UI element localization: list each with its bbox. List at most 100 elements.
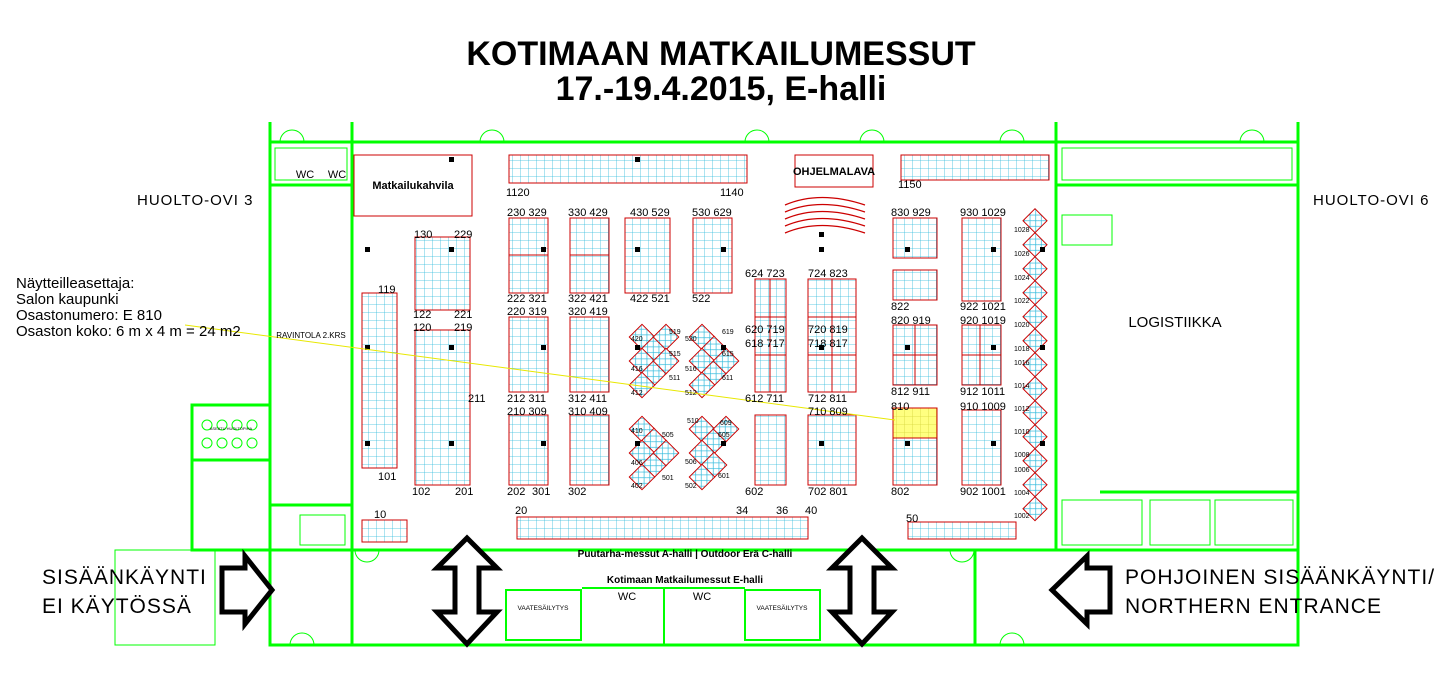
label-ehalli: Kotimaan Matkailumessut E-halli (607, 575, 763, 586)
booth-number-label: 102 (412, 486, 430, 498)
label-wc-4: WC (693, 591, 711, 603)
booth-number-label: 1002 (1014, 513, 1030, 520)
booth-number-label: 724 823 (808, 268, 848, 280)
booth-number-label: 520 (685, 336, 697, 343)
booth-number-label: 1012 (1014, 406, 1030, 413)
booth-number-label: 920 1019 (960, 315, 1006, 327)
exhibitor-note: Näytteilleasettaja: Salon kaupunki Osast… (16, 276, 241, 340)
booth-number-label: 1004 (1014, 490, 1030, 497)
booth-number-label: 302 (568, 486, 586, 498)
booth-number-label: 506 (685, 459, 697, 466)
booth-number-label: 511 (669, 375, 680, 382)
booth-number-label: 1024 (1014, 275, 1030, 282)
booth-number-label: 712 811 (808, 393, 847, 405)
booth-number-label: 320 419 (568, 306, 608, 318)
booth-number-label: 322 421 (568, 293, 608, 305)
booth-number-label: 1026 (1014, 251, 1030, 258)
label-entrance-left-1: SISÄÄNKÄYNTI (42, 566, 207, 589)
booth-number-label: 1018 (1014, 346, 1030, 353)
booth-number-label: 624 723 (745, 268, 785, 280)
booth-number-label: 618 717 (745, 338, 785, 350)
booth-number-label: 609 (720, 420, 732, 427)
label-wc-2: WC (328, 169, 346, 181)
booth-number-label: 505 (662, 432, 674, 439)
booth-number-label: 605 (718, 432, 730, 439)
booth-number-label: 406 (631, 460, 643, 467)
booth-number-label: 720 819 (808, 324, 848, 336)
booth-number-label: 310 409 (568, 406, 608, 418)
label-wc-1: WC (296, 169, 314, 181)
booth-number-label: 830 929 (891, 207, 931, 219)
double-arrow-icon (430, 534, 504, 648)
booth-number-label: 820 919 (891, 315, 931, 327)
pointer-line (184, 324, 896, 421)
booth-number-label: 420 (631, 336, 643, 343)
label-aseatu: ASEATU HUOLTOPIHA (210, 426, 253, 431)
booth-number-label: 201 (455, 486, 473, 498)
diamond-booths (628, 207, 1048, 522)
booth-number-label: 1010 (1014, 429, 1030, 436)
booth-number-label: 612 711 (745, 393, 784, 405)
booth-number-label: 402 (631, 483, 643, 490)
columns (365, 157, 1045, 446)
booth-number-label: 229 (454, 229, 472, 241)
booth-number-label: 422 521 (630, 293, 670, 305)
booth-number-label: 522 (692, 293, 710, 305)
booth-number-label: 601 (718, 473, 730, 480)
label-ravintola: RAVINTOLA 2.KRS (276, 331, 346, 340)
booth-number-label: 510 (687, 418, 699, 425)
booth-number-label: 702 801 (808, 486, 848, 498)
booth-number-label: 1020 (1014, 322, 1030, 329)
note-line-3: Osastonumero: E 810 (16, 307, 162, 324)
booth-number-label: 36 (776, 505, 788, 517)
booth-number-label: 516 (685, 366, 697, 373)
booth-number-label: 230 329 (507, 207, 547, 219)
booth-number-label: 1016 (1014, 360, 1030, 367)
booth-number-label: 822 (891, 301, 909, 313)
booth-number-label: 119 (378, 284, 396, 296)
booth-number-label: 615 (722, 351, 734, 358)
booth-number-label: 802 (891, 486, 909, 498)
booth-number-label: 412 (631, 390, 643, 397)
booth-number-label: 416 (631, 366, 643, 373)
note-line-4: Osaston koko: 6 m x 4 m = 24 m2 (16, 323, 241, 340)
booth-number-label: 930 1029 (960, 207, 1006, 219)
booth-number-label: 515 (669, 351, 681, 358)
booth-number-label: 1022 (1014, 298, 1030, 305)
label-halls: Puutarha-messut A-halli | Outdoor Erä C-… (578, 549, 793, 560)
booth-number-label: 718 817 (808, 338, 848, 350)
booth-number-label: 922 1021 (960, 301, 1006, 313)
booth-number-label: 502 (685, 483, 697, 490)
booth-number-label: 910 1009 (960, 401, 1006, 413)
booth-number-label: 330 429 (568, 207, 608, 219)
booth-number-label: 220 319 (507, 306, 547, 318)
booth-number-label: 501 (662, 475, 674, 482)
booth-blocks (353, 154, 1050, 543)
label-matkailukahvila: Matkailukahvila (372, 180, 454, 192)
booth-number-label: 810 (891, 401, 909, 413)
booth-number-label: 1008 (1014, 452, 1030, 459)
booth-number-label: 130 (414, 229, 432, 241)
label-entrance-right-1: POHJOINEN SISÄÄNKÄYNTI/ (1125, 566, 1436, 589)
hall-walls (114, 122, 1300, 647)
booth-number-label: 620 719 (745, 324, 785, 336)
booth-number-label: 222 321 (507, 293, 547, 305)
booth-number-label: 611 (722, 375, 733, 382)
booth-number-label: 1140 (720, 187, 744, 199)
booth-number-label: 1150 (898, 179, 922, 191)
booth-number-label: 120 (413, 322, 431, 334)
label-ohjelmalava: OHJELMALAVA (793, 166, 875, 178)
note-line-1: Näytteilleasettaja: (16, 275, 135, 292)
booth-number-label: 312 411 (568, 393, 607, 405)
label-huolto-3: HUOLTO-OVI 3 (137, 192, 254, 209)
stage-curves (784, 196, 866, 234)
booth-number-label: 902 1001 (960, 486, 1006, 498)
title-line-2: 17.-19.4.2015, E-halli (555, 70, 887, 108)
arrows (219, 534, 1113, 648)
label-entrance-left-2: EI KÄYTÖSSÄ (42, 595, 192, 618)
booth-number-label: 212 311 (507, 393, 546, 405)
label-entrance-right-2: NORTHERN ENTRANCE (1125, 595, 1382, 618)
booth-number-label: 410 (631, 428, 643, 435)
booth-number-label: 202 (507, 486, 525, 498)
